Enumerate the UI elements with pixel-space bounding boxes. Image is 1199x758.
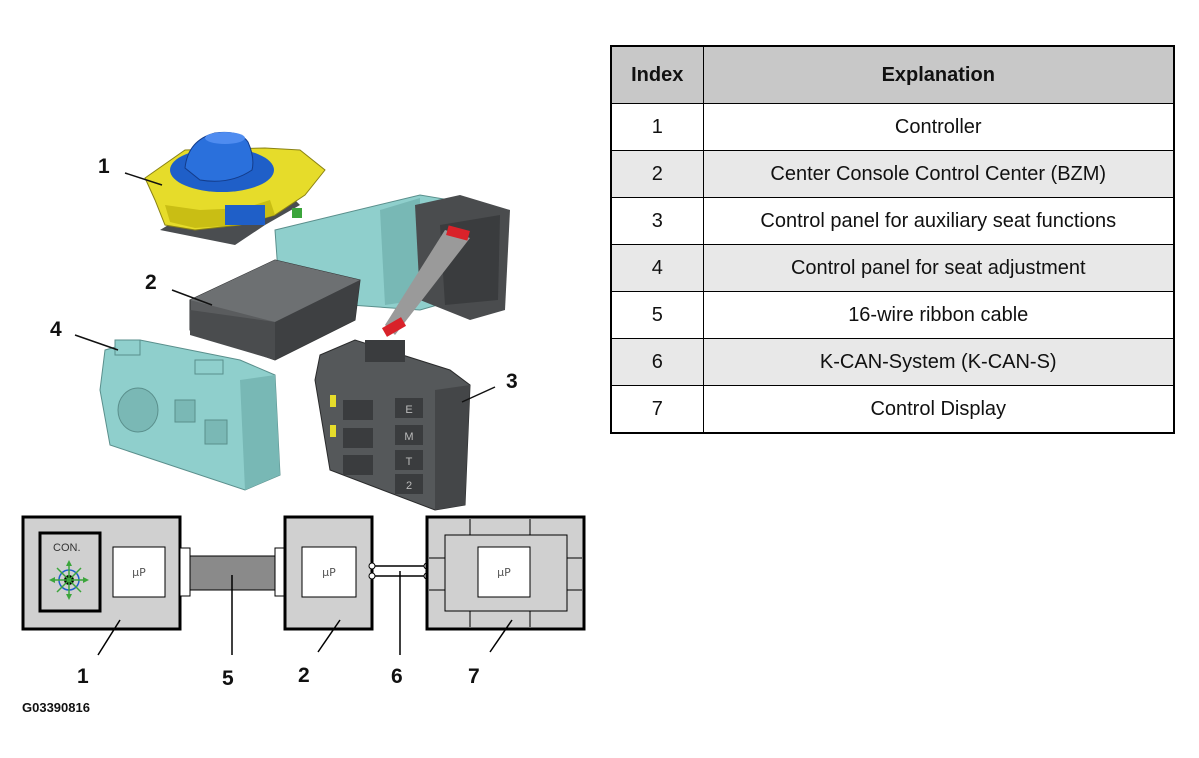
callout-2-label: 2 bbox=[145, 271, 157, 294]
display-mcu-label: μP bbox=[497, 566, 511, 579]
bzm-box-illustration bbox=[189, 259, 361, 361]
memory-button-label-2: 2 bbox=[406, 480, 412, 492]
row-index: 6 bbox=[610, 338, 704, 386]
callout-1-label: 1 bbox=[98, 155, 110, 178]
block-callout-7: 7 bbox=[468, 665, 480, 688]
memory-button-label-t: T bbox=[406, 456, 413, 468]
explanation-header: Explanation bbox=[702, 45, 1175, 104]
block-callout-1: 1 bbox=[77, 665, 89, 688]
seat-adjustment-panel-illustration bbox=[99, 339, 281, 491]
legend-header-row: Index Explanation bbox=[610, 45, 1175, 104]
controller-direction-icon bbox=[49, 560, 89, 600]
controller-mcu-label: μP bbox=[132, 566, 146, 579]
memory-button-label-e: E bbox=[405, 404, 412, 416]
block-diagram: CON. μP μP bbox=[21, 515, 586, 690]
auxiliary-seat-panel-illustration: E M T 2 bbox=[314, 339, 471, 511]
row-explanation: Control Display bbox=[702, 385, 1175, 434]
display-mcu-box bbox=[477, 546, 531, 598]
row-explanation: Controller bbox=[702, 103, 1175, 151]
row-explanation: Control panel for auxiliary seat functio… bbox=[702, 197, 1175, 245]
aux-panel-buttons: E M T 2 bbox=[330, 395, 423, 494]
block-callout-2: 2 bbox=[298, 664, 310, 687]
block-callout-6: 6 bbox=[391, 665, 403, 688]
row-index: 1 bbox=[610, 103, 704, 151]
illustration-callouts: 1 2 4 3 bbox=[50, 155, 518, 403]
row-index: 3 bbox=[610, 197, 704, 245]
table-row: 3 Control panel for auxiliary seat funct… bbox=[610, 197, 1175, 245]
row-explanation: Control panel for seat adjustment bbox=[702, 244, 1175, 292]
index-header: Index bbox=[610, 45, 704, 104]
row-explanation: Center Console Control Center (BZM) bbox=[702, 150, 1175, 198]
table-row: 4 Control panel for seat adjustment bbox=[610, 244, 1175, 292]
figure-id: G03390816 bbox=[22, 700, 90, 715]
row-index: 4 bbox=[610, 244, 704, 292]
con-label: CON. bbox=[53, 542, 81, 554]
row-index: 2 bbox=[610, 150, 704, 198]
table-row: 6 K-CAN-System (K-CAN-S) bbox=[610, 338, 1175, 386]
table-row: 1 Controller bbox=[610, 103, 1175, 151]
controller-mcu-box bbox=[112, 546, 166, 598]
row-index: 5 bbox=[610, 291, 704, 339]
table-row: 2 Center Console Control Center (BZM) bbox=[610, 150, 1175, 198]
callout-3-label: 3 bbox=[506, 370, 518, 393]
row-explanation: K-CAN-System (K-CAN-S) bbox=[702, 338, 1175, 386]
row-index: 7 bbox=[610, 385, 704, 434]
block-callout-5: 5 bbox=[222, 667, 234, 690]
exploded-component-illustration: E M T 2 1 2 4 3 CON. bbox=[21, 131, 586, 715]
controller-illustration bbox=[144, 131, 326, 245]
bzm-mcu-label: μP bbox=[322, 566, 336, 579]
con-sub-block bbox=[38, 531, 102, 613]
bzm-mcu-box bbox=[301, 546, 357, 598]
table-row: 7 Control Display bbox=[610, 385, 1175, 434]
memory-button-label-m: M bbox=[404, 431, 413, 443]
legend-table: Index Explanation 1 Controller 2 Center … bbox=[610, 45, 1175, 434]
table-row: 5 16-wire ribbon cable bbox=[610, 291, 1175, 339]
row-explanation: 16-wire ribbon cable bbox=[702, 291, 1175, 339]
callout-4-label: 4 bbox=[50, 318, 62, 341]
